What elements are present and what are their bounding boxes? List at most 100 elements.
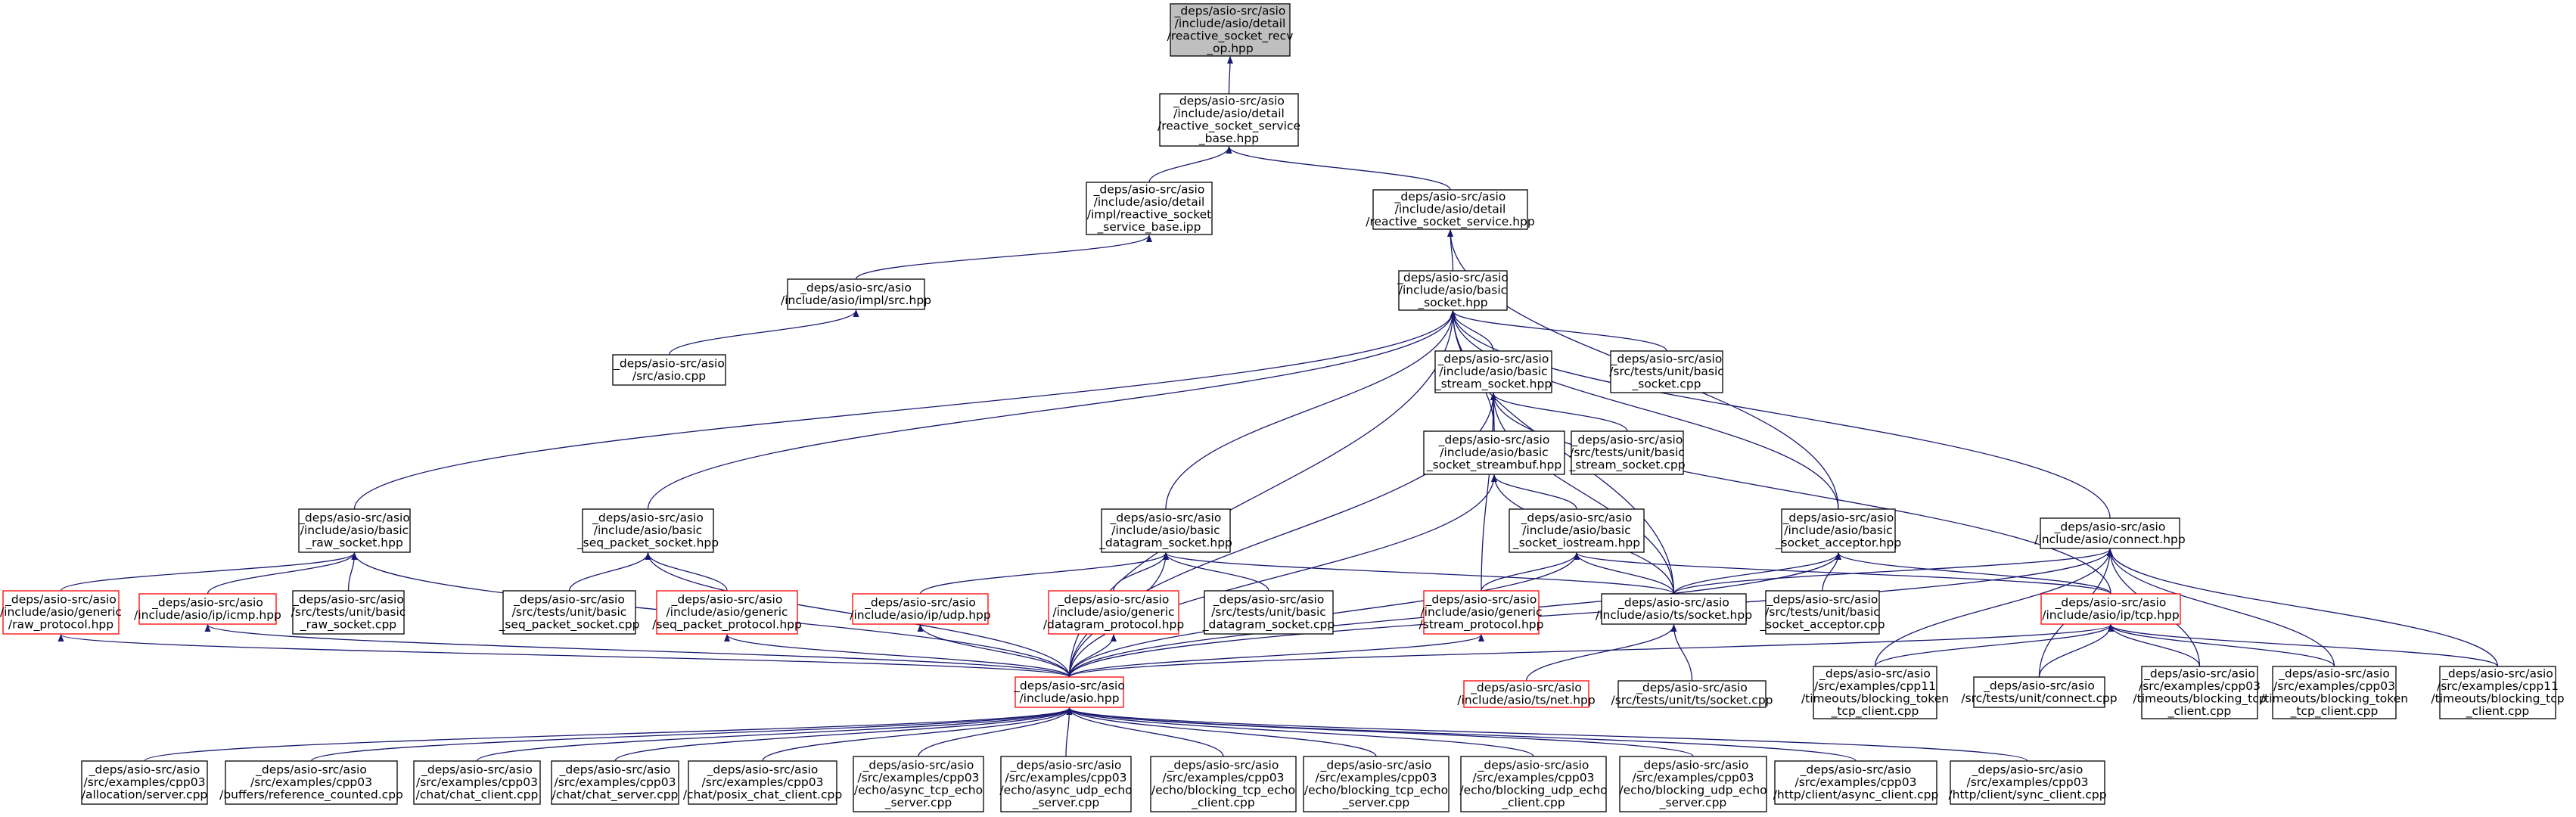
graph-node-cpp03_blocking_udp_echo_server_cpp[interactable]: _deps/asio-src/asio/src/examples/cpp03/e…: [1619, 756, 1767, 812]
node-box: [853, 756, 984, 812]
graph-node-cpp03_http_client_async_client_cpp[interactable]: _deps/asio-src/asio/src/examples/cpp03/h…: [1773, 760, 1939, 805]
graph-node-cpp03_blocking_udp_echo_client_cpp[interactable]: _deps/asio-src/asio/src/examples/cpp03/e…: [1459, 756, 1608, 812]
node-label-line: _deps/asio-src/asio: [864, 595, 976, 610]
node-label-line: /src/examples/cpp11: [1814, 679, 1936, 693]
node-label-line: _deps/asio-src/asio: [298, 511, 410, 526]
node-label-line: /src/examples/cpp03: [1315, 771, 1437, 784]
node-box: [582, 508, 714, 553]
graph-node-impl_src_hpp[interactable]: _deps/asio-src/asio/include/asio/impl/sr…: [781, 278, 931, 310]
graph-node-generic_datagram_protocol_hpp[interactable]: _deps/asio-src/asio/include/asio/generic…: [1043, 590, 1184, 635]
node-label-line: /src/examples/cpp03: [1794, 775, 1916, 789]
graph-node-ts_net_hpp[interactable]: _deps/asio-src/asio/include/asio/ts/net.…: [1457, 680, 1596, 708]
graph-node-cpp03_chat_client_cpp[interactable]: _deps/asio-src/asio/src/examples/cpp03/c…: [413, 760, 541, 805]
graph-node-tests_ts_socket_cpp[interactable]: _deps/asio-src/asio/src/tests/unit/ts/so…: [1611, 680, 1773, 708]
include-edge-ip_icmp_hpp-to-basic_raw_socket_hpp: [207, 552, 358, 595]
graph-node-cpp11_timeouts_blocking_tcp_client_cpp[interactable]: _deps/asio-src/asio/src/examples/cpp11/t…: [2431, 666, 2565, 719]
node-label-line: _socket_acceptor.cpp: [1759, 618, 1885, 632]
node-label-line: _deps/asio-src/asio: [1320, 758, 1432, 772]
node-label-line: _client.cpp: [2167, 704, 2231, 719]
node-label-line: /src/examples/cpp03: [250, 775, 372, 789]
node-label-line: /include/asio/basic: [1399, 284, 1507, 297]
graph-node-asio_cpp[interactable]: _deps/asio-src/asio/src/asio.cpp: [612, 354, 726, 386]
node-label-line: _client.cpp: [2466, 704, 2529, 719]
node-label-line: _deps/asio-src/asio: [1437, 353, 1549, 367]
include-edge-basic_socket_acceptor_hpp-to-basic_socket_hpp: [1450, 310, 1839, 510]
graph-node-tests_connect_cpp[interactable]: _deps/asio-src/asio/src/tests/unit/conne…: [1961, 676, 2118, 708]
graph-node-cpp03_buffers_reference_counted_cpp[interactable]: _deps/asio-src/asio/src/examples/cpp03/b…: [219, 760, 403, 805]
graph-node-basic_socket_streambuf_hpp[interactable]: _deps/asio-src/asio/include/asio/basic_s…: [1423, 430, 1565, 475]
node-label-line: _seq_packet_socket.cpp: [499, 618, 640, 632]
graph-node-basic_raw_socket_hpp[interactable]: _deps/asio-src/asio/include/asio/basic_r…: [298, 508, 411, 553]
graph-node-impl_reactive_socket_service_base_ipp[interactable]: _deps/asio-src/asio/include/asio/detail/…: [1086, 182, 1213, 235]
graph-node-tests_basic_socket_cpp[interactable]: _deps/asio-src/asio/src/tests/unit/basic…: [1609, 350, 1724, 393]
include-edge-ts_socket_hpp-to-basic_stream_socket_hpp: [1490, 393, 1675, 595]
graph-node-ip_icmp_hpp[interactable]: _deps/asio-src/asio/include/asio/ip/icmp…: [134, 593, 281, 625]
node-label-line: _stream_socket.hpp: [1434, 377, 1552, 392]
graph-node-cpp03_blocking_tcp_echo_client_cpp[interactable]: _deps/asio-src/asio/src/examples/cpp03/e…: [1150, 756, 1297, 812]
node-label-line: _socket.cpp: [1632, 377, 1701, 392]
include-edge-cpp03_async_udp_echo_server_cpp-to-asio_hpp: [1065, 707, 1073, 757]
graph-node-reactive_socket_recv_op_hpp[interactable]: _deps/asio-src/asio/include/asio/detail/…: [1167, 3, 1294, 57]
graph-node-basic_socket_acceptor_hpp[interactable]: _deps/asio-src/asio/include/asio/basic_s…: [1775, 508, 1901, 553]
node-label-line: _stream_socket.cpp: [1568, 458, 1685, 473]
graph-node-cpp03_timeouts_blocking_token_tcp_client_cpp[interactable]: _deps/asio-src/asio/src/examples/cpp03/t…: [2261, 666, 2408, 719]
node-label-line: /timeouts/blocking_tcp: [2133, 691, 2266, 706]
include-edge-reactive_socket_service_base_hpp-to-reactive_socket_recv_op_hpp: [1226, 56, 1233, 95]
graph-node-basic_socket_hpp[interactable]: _deps/asio-src/asio/include/asio/basic_s…: [1397, 270, 1509, 311]
graph-node-reactive_socket_service_hpp[interactable]: _deps/asio-src/asio/include/asio/detail/…: [1366, 189, 1535, 230]
node-label-line: /src/examples/cpp03: [701, 775, 823, 789]
graph-node-cpp03_allocation_server_cpp[interactable]: _deps/asio-src/asio/src/examples/cpp03/a…: [81, 760, 208, 805]
graph-node-tests_basic_socket_acceptor_cpp[interactable]: _deps/asio-src/asio/src/tests/unit/basic…: [1759, 590, 1885, 635]
node-box: [1015, 676, 1124, 708]
graph-node-generic_seq_packet_protocol_hpp[interactable]: _deps/asio-src/asio/include/asio/generic…: [652, 590, 802, 635]
graph-node-cpp03_posix_chat_client_cpp[interactable]: _deps/asio-src/asio/src/examples/cpp03/c…: [683, 760, 842, 805]
graph-node-cpp11_timeouts_blocking_token_tcp_client_cpp[interactable]: _deps/asio-src/asio/src/examples/cpp11/t…: [1801, 666, 1949, 719]
graph-node-cpp03_blocking_tcp_echo_server_cpp[interactable]: _deps/asio-src/asio/src/examples/cpp03/e…: [1303, 756, 1450, 812]
node-label-line: /src/tests/unit/basic: [1570, 446, 1685, 459]
graph-node-cpp03_async_udp_echo_server_cpp[interactable]: _deps/asio-src/asio/src/examples/cpp03/e…: [999, 756, 1133, 812]
graph-node-cpp03_async_tcp_echo_server_cpp[interactable]: _deps/asio-src/asio/src/examples/cpp03/e…: [853, 756, 984, 812]
node-box: [656, 590, 798, 635]
node-label-line: /include/asio/basic: [1439, 365, 1547, 378]
graph-node-tests_basic_stream_socket_cpp[interactable]: _deps/asio-src/asio/src/tests/unit/basic…: [1568, 430, 1686, 475]
node-label-line: _deps/asio-src/asio: [1093, 182, 1205, 197]
graph-node-tests_basic_datagram_socket_cpp[interactable]: _deps/asio-src/asio/src/tests/unit/basic…: [1202, 590, 1335, 635]
node-box: [138, 593, 277, 625]
graph-node-generic_stream_protocol_hpp[interactable]: _deps/asio-src/asio/include/asio/generic…: [1419, 590, 1544, 635]
node-box: [612, 354, 726, 386]
graph-node-tests_basic_seq_packet_socket_cpp[interactable]: _deps/asio-src/asio/src/tests/unit/basic…: [499, 590, 640, 635]
graph-node-asio_hpp[interactable]: _deps/asio-src/asio/include/asio.hpp: [1013, 676, 1125, 708]
node-label-line: /include/asio/connect.hpp: [2034, 533, 2185, 546]
graph-node-cpp03_timeouts_blocking_tcp_client_cpp[interactable]: _deps/asio-src/asio/src/examples/cpp03/t…: [2133, 666, 2267, 719]
node-box: [1150, 756, 1297, 812]
graph-node-tests_basic_raw_socket_cpp[interactable]: _deps/asio-src/asio/src/tests/unit/basic…: [291, 590, 406, 635]
include-edge-asio_hpp-to-generic_raw_protocol_hpp: [57, 634, 1070, 678]
node-label-line: /include/asio/detail: [1094, 195, 1205, 209]
node-label-line: _deps/asio-src/asio: [151, 595, 263, 610]
node-label-line: /src/tests/unit/basic: [1609, 365, 1724, 378]
graph-node-cpp03_http_client_sync_client_cpp[interactable]: _deps/asio-src/asio/src/examples/cpp03/h…: [1948, 760, 2107, 805]
node-box: [787, 278, 925, 310]
node-box: [1774, 760, 1937, 805]
graph-node-ip_udp_hpp[interactable]: _deps/asio-src/asio/include/asio/ip/udp.…: [850, 593, 991, 625]
graph-node-basic_socket_iostream_hpp[interactable]: _deps/asio-src/asio/include/asio/basic_s…: [1509, 508, 1645, 553]
node-label-line: /timeouts/blocking_token: [2261, 691, 2408, 706]
graph-node-connect_hpp[interactable]: _deps/asio-src/asio/include/asio/connect…: [2034, 517, 2186, 549]
graph-node-basic_stream_socket_hpp[interactable]: _deps/asio-src/asio/include/asio/basic_s…: [1434, 350, 1552, 393]
graph-node-cpp03_chat_server_cpp[interactable]: _deps/asio-src/asio/src/examples/cpp03/c…: [551, 760, 679, 805]
graph-node-ip_tcp_hpp[interactable]: _deps/asio-src/asio/include/asio/ip/tcp.…: [2040, 593, 2181, 625]
node-label-line: _deps/asio-src/asio: [592, 511, 704, 526]
node-label-line: _deps/asio-src/asio: [1397, 271, 1509, 285]
include-edge-reactive_socket_service_hpp-to-reactive_socket_service_base_hpp: [1226, 146, 1451, 191]
graph-node-basic_seq_packet_socket_hpp[interactable]: _deps/asio-src/asio/include/asio/basic_s…: [576, 508, 719, 553]
graph-node-generic_raw_protocol_hpp[interactable]: _deps/asio-src/asio/include/asio/generic…: [0, 590, 122, 635]
include-edge-tests_basic_seq_packet_socket_cpp-to-basic_seq_packet_socket_hpp: [568, 552, 651, 592]
graph-node-reactive_socket_service_base_hpp[interactable]: _deps/asio-src/asio/include/asio/detail/…: [1157, 93, 1300, 147]
graph-node-basic_datagram_socket_hpp[interactable]: _deps/asio-src/asio/include/asio/basic_d…: [1098, 508, 1232, 553]
node-label-line: _deps/asio-src/asio: [1617, 595, 1729, 610]
graph-node-ts_socket_hpp[interactable]: _deps/asio-src/asio/include/asio/ts/sock…: [1596, 593, 1752, 625]
node-label-line: _deps/asio-src/asio: [1983, 679, 2095, 693]
node-label-line: _base.hpp: [1198, 132, 1259, 146]
